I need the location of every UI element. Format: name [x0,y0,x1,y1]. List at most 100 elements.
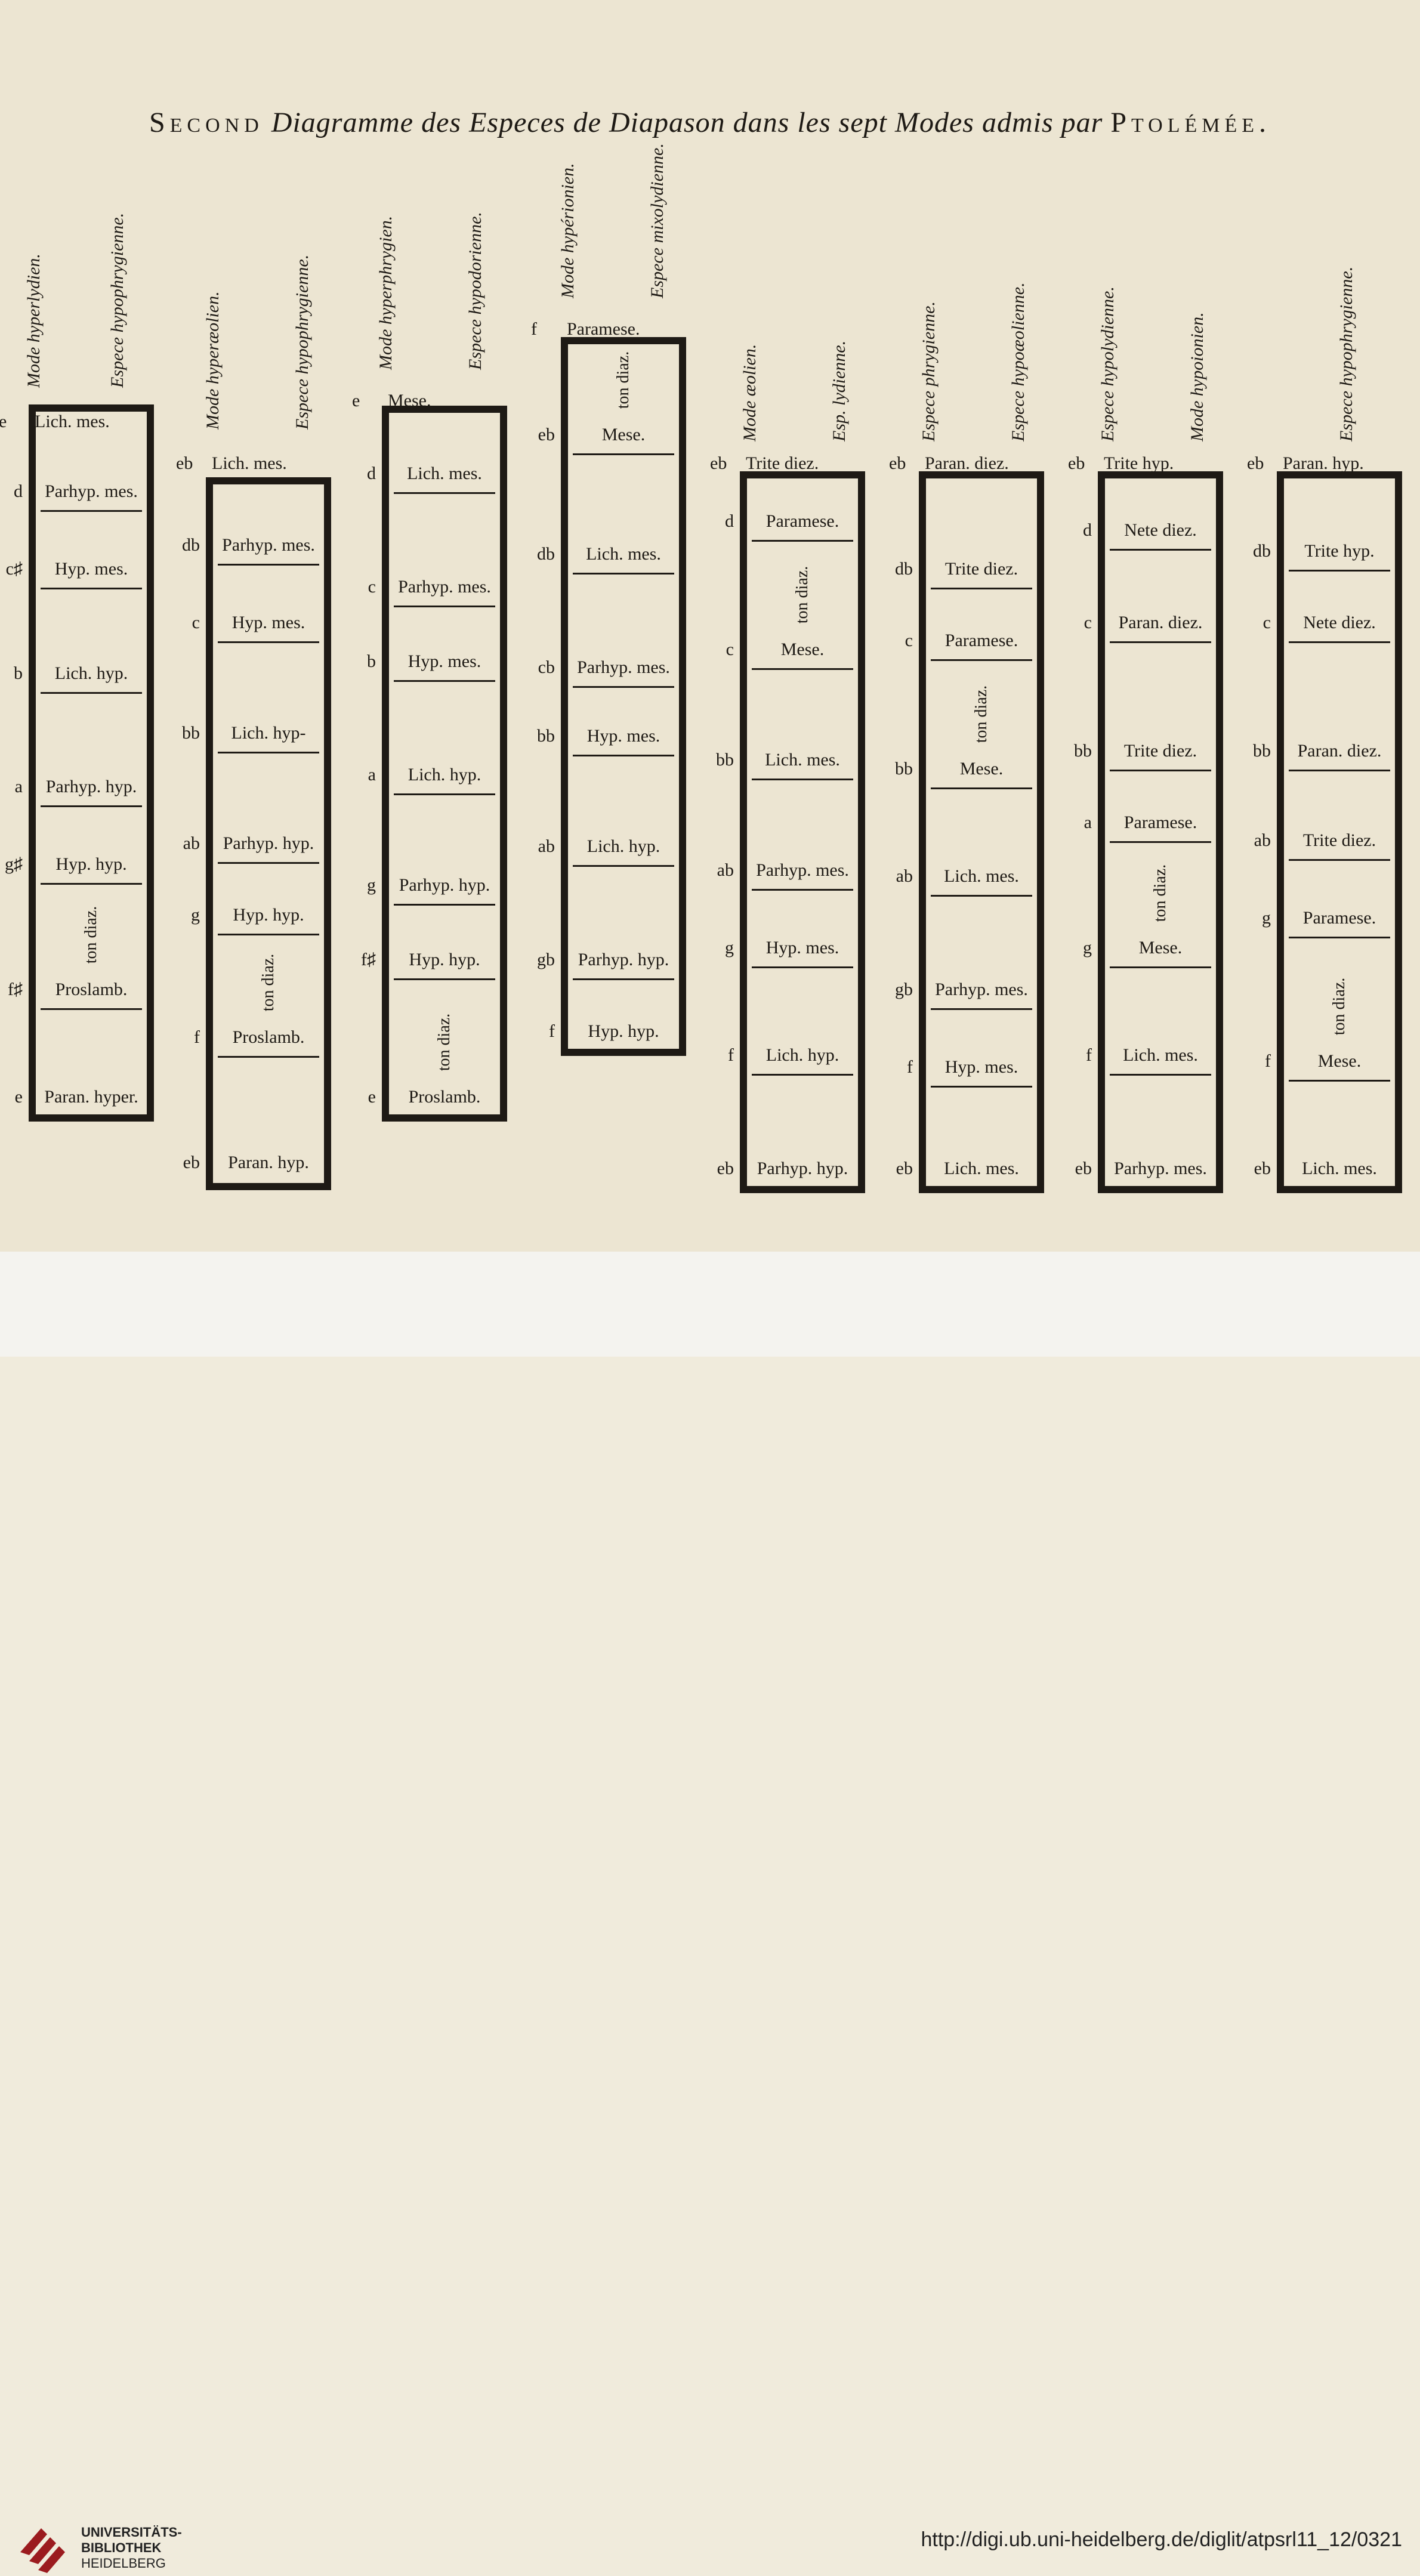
degree-label: Lich. mes. [944,866,1019,886]
top-degree: Paran. hyp. [1283,453,1364,473]
degree-label: Parhyp. mes. [756,860,849,880]
row-divider [394,680,495,682]
degree-label: Parhyp. mes. [935,980,1028,999]
row-divider [394,492,495,494]
row-divider [218,934,319,935]
top-degree: Trite hyp. [1104,453,1174,473]
row-divider [573,865,674,867]
degree-label: Proslamb. [232,1027,305,1047]
row-divider [1110,641,1211,643]
note-letter: c [726,640,734,659]
mode-heading-text: Mode hyperlydien. [24,254,44,388]
logo-line-2: BIBLIOTHEK [81,2540,162,2555]
degree-label: Paramese. [765,511,839,531]
ton-diaz-label: ton diaz. [1151,864,1169,922]
ton-diaz-label: ton diaz. [972,685,990,743]
note-letter: bb [1074,741,1092,761]
note-letter: ab [1254,830,1271,850]
degree-label: Hyp. mes. [54,559,128,579]
row-divider [931,1008,1032,1010]
degree-label: Parhyp. hyp. [45,777,137,796]
column-top-label: eb Trite hyp. [1068,453,1174,474]
logo-line-3: HEIDELBERG [81,2556,166,2571]
degree-label: Paran. hyp. [228,1153,309,1172]
ton-diaz-label: ton diaz. [259,953,277,1012]
row-divider [931,588,1032,589]
espece-heading-text: Mode hypoionien. [1187,312,1207,441]
row-divider [41,692,142,694]
logo-line-1: UNIVERSITÄTS- [81,2525,182,2540]
note-letter: eb [1075,1159,1092,1178]
mode-heading-text: Espece hypolydienne. [1098,286,1118,441]
degree-label: Paran. diez. [1297,741,1382,761]
note-letter: bb [716,750,734,770]
mode-heading: Mode æolien. [740,344,760,441]
degree-label: Paran. hyper. [44,1087,138,1107]
row-divider [218,862,319,864]
degree-label: Parhyp. mes. [1114,1159,1207,1178]
espece-heading: Espece hypophrygienne. [292,255,313,430]
note-letter: db [895,559,913,579]
degree-label: Lich. mes. [944,1159,1019,1178]
title-word-second: Second [149,107,264,138]
note-letter: c [1262,613,1271,632]
degree-label: Parhyp. mes. [577,657,670,677]
row-divider [752,779,853,780]
row-divider [394,904,495,906]
note-letter: eb [717,1159,734,1178]
row-divider [1110,770,1211,771]
note-letter: g [1083,938,1092,957]
espece-heading-text: Espece hypodorienne. [465,212,485,370]
degree-label: Lich. mes. [1302,1159,1377,1178]
row-divider [1289,570,1390,572]
row-divider [1110,1074,1211,1076]
row-divider [752,966,853,968]
espece-heading: Esp. lydienne. [829,341,850,441]
row-divider [931,787,1032,789]
degree-label: Parhyp. hyp. [223,833,314,853]
ton-diaz-label: ton diaz. [1330,977,1348,1036]
espece-heading: Mode hypoionien. [1187,312,1208,441]
degree-label: Parhyp. hyp. [578,950,669,969]
degree-label: Lich. mes. [765,750,840,770]
row-divider [41,883,142,885]
source-url-link[interactable]: http://digi.ub.uni-heidelberg.de/diglit/… [921,2528,1402,2551]
top-note: e [0,412,7,431]
row-divider [218,564,319,566]
espece-heading: Espece hypophrygienne. [1336,267,1357,441]
scale-box [561,337,686,1056]
note-letter: gb [537,950,555,969]
degree-label: Paran. diez. [1118,613,1203,632]
scale-box [919,471,1044,1193]
espece-heading-text: Esp. lydienne. [829,340,849,441]
degree-label: Trite diez. [1123,741,1197,761]
ton-diaz-label: ton diaz. [82,906,100,964]
mode-heading: Mode hyperphrygien. [376,216,396,370]
row-divider [1289,937,1390,938]
title-main: Diagramme des Especes de Diapason dans l… [271,107,1103,138]
ton-diaz-label: ton diaz. [793,566,811,624]
degree-label: Mese. [780,640,825,659]
note-letter: a [1083,813,1092,832]
mode-heading: Mode hypérionien. [558,163,578,298]
note-letter: f [907,1057,913,1077]
degree-label: Hyp. mes. [944,1057,1018,1077]
page-title: Second Diagramme des Especes de Diapason… [0,106,1420,139]
note-letter: b [367,651,376,671]
note-letter: b [14,663,23,683]
top-note: eb [710,453,727,473]
row-divider [1289,1080,1390,1082]
row-divider [1289,641,1390,643]
top-note: eb [1068,453,1085,473]
degree-label: Lich. mes. [1123,1045,1198,1065]
row-divider [752,1074,853,1076]
note-letter: a [14,777,23,796]
note-letter: f [1086,1045,1092,1065]
row-divider [1289,859,1390,861]
degree-label: Hyp. mes. [231,613,305,632]
degree-label: Parhyp. mes. [398,577,491,597]
espece-heading: Espece hypodorienne. [465,212,486,370]
